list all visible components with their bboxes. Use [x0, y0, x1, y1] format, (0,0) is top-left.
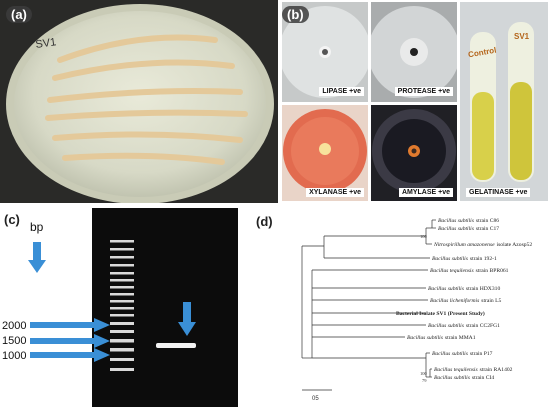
marker-2000: 2000 [2, 320, 27, 332]
arrow-right-icon-1000 [30, 348, 110, 362]
arrow-right-icon-1500 [30, 334, 110, 348]
sample-tube-label: SV1 [514, 32, 530, 41]
plate-marking: SV1 [35, 36, 57, 51]
scale-bar-label: 05 [312, 396, 319, 402]
marker-1500: 1500 [2, 335, 27, 347]
panel-c: (c) bp 2000 1500 1000 [0, 208, 240, 407]
gelatinase-tubes: Control SV1 GELATINASE +ve [460, 2, 548, 201]
amylase-plate: AMYLASE +ve [371, 105, 457, 201]
gel-bands [110, 240, 196, 371]
xylanase-plate: XYLANASE +ve [282, 105, 368, 201]
bootstrap-0: 100 [420, 234, 428, 239]
agar-surface [14, 11, 266, 197]
lipase-label: LIPASE +ve [319, 87, 364, 96]
panel-b-label: (b) [282, 6, 309, 23]
panel-d: (d) [250, 208, 550, 407]
gelatinase-label: GELATINASE +ve [466, 188, 531, 197]
streak-plate-photo: SV1 [0, 0, 278, 203]
amylase-label: AMYLASE +ve [398, 188, 453, 197]
gel-image [92, 208, 238, 407]
panel-a: SV1 (a) [0, 0, 278, 203]
protease-label: PROTEASE +ve [394, 87, 453, 96]
taxon-7-present-study: Bacterial Isolate SV1 (Present Study) [396, 310, 485, 317]
phylogenetic-tree [301, 219, 436, 391]
panel-c-label: (c) [4, 212, 20, 227]
bootstrap-2: 79 [422, 378, 427, 383]
bp-unit-label: bp [30, 220, 44, 234]
panel-b: LIPASE +ve PROTEASE +ve XYLANASE +ve AMY… [280, 0, 550, 203]
marker-1000: 1000 [2, 350, 27, 362]
tree-branches [301, 219, 436, 378]
bacterial-streaks [45, 34, 248, 165]
down-arrow-icon [28, 242, 46, 273]
band-arrow-icon [178, 302, 196, 336]
lipase-plate: LIPASE +ve [282, 2, 368, 102]
panel-d-label: (d) [256, 214, 273, 229]
bootstrap-1: 100 [420, 371, 428, 376]
protease-plate: PROTEASE +ve [371, 2, 457, 102]
arrow-right-icon-2000 [30, 318, 110, 332]
panel-a-label: (a) [6, 6, 32, 23]
xylanase-label: XYLANASE +ve [306, 188, 364, 197]
